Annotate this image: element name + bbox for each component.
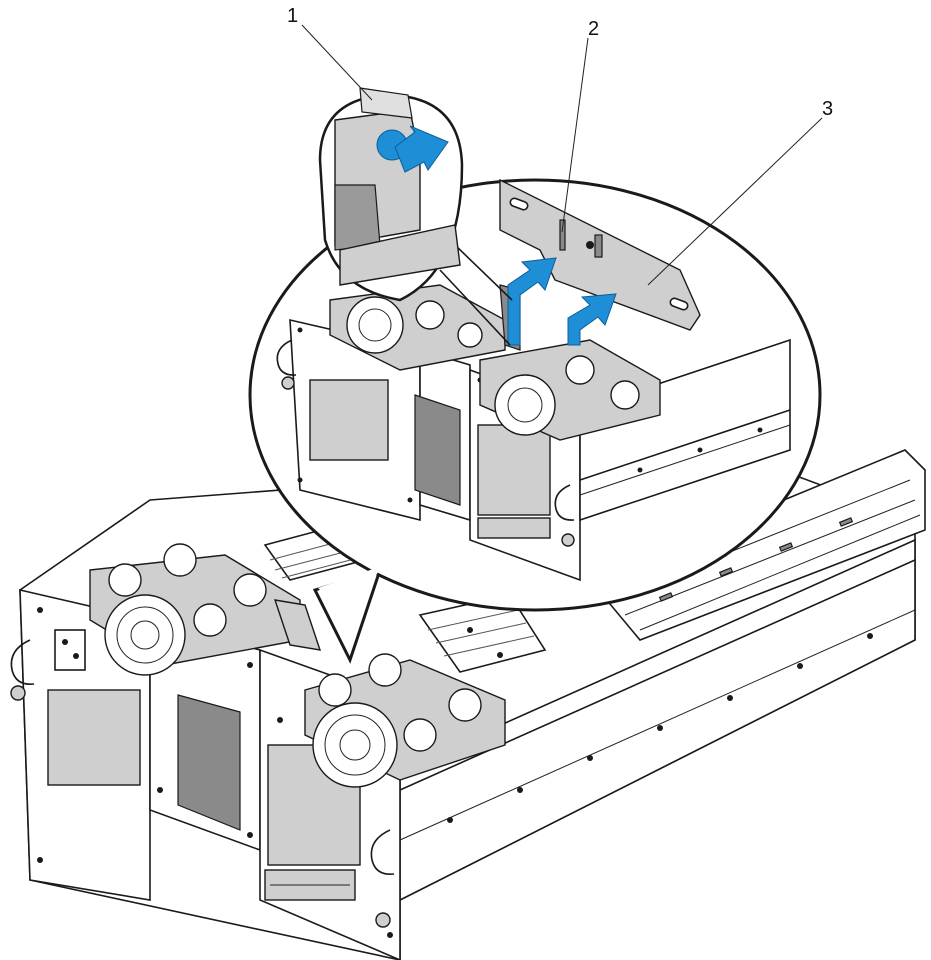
leader-line-3 [647, 117, 823, 286]
callout-label-2: 2 [588, 18, 599, 40]
board-connector [594, 234, 603, 258]
rear-bay [588, 449, 926, 641]
fan-bank-right [304, 653, 506, 788]
callout-label-1: 1 [287, 5, 298, 27]
thumbscrew-icon [375, 912, 391, 928]
fan-icon [108, 563, 142, 597]
processor-heatsink-front [418, 594, 547, 673]
fan-icon [368, 653, 402, 687]
callout-1: 1 [287, 5, 373, 101]
blue-arrow-icon [507, 257, 557, 346]
thumbscrew-icon [10, 685, 26, 701]
callout-label-3: 3 [822, 98, 833, 120]
zoom-side-wall [579, 338, 791, 522]
fan-icon [318, 673, 352, 707]
zoom-fan-bank-left [329, 284, 506, 371]
front-vent-left [47, 689, 141, 786]
side-screw-holes [447, 633, 873, 823]
fan-icon [610, 380, 640, 410]
fan-icon [312, 702, 398, 788]
fan-icon [415, 300, 445, 330]
rear-slots [658, 517, 854, 602]
fan-icon [457, 322, 483, 348]
board-slot [559, 219, 566, 251]
fan-icon [448, 688, 482, 722]
fan-icon [494, 374, 556, 436]
leader-line-1 [301, 24, 373, 101]
handle-icon [370, 829, 395, 876]
zoomed-chassis [276, 284, 791, 582]
handle-icon [276, 339, 297, 376]
zoom-center-vent [414, 394, 461, 506]
fan-icon [233, 573, 267, 607]
thumbscrew-icon [281, 376, 295, 390]
handle-icon [554, 484, 575, 521]
fan-icon [403, 718, 437, 752]
thumbscrew-icon [561, 533, 575, 547]
callout-2: 2 [561, 18, 599, 233]
fan-icon [163, 543, 197, 577]
fan-icon [565, 355, 595, 385]
release-latch-detail [318, 87, 513, 346]
center-vent-opening [177, 694, 241, 831]
leader-line-2 [561, 37, 589, 233]
zoom-fan-bank-right [479, 339, 661, 441]
fan-bank-left [89, 543, 322, 676]
handle-icon [10, 639, 35, 686]
cooling-fan-board [499, 178, 701, 331]
fan-icon [193, 603, 227, 637]
blue-arrow-icon [567, 293, 617, 346]
blue-arrow-icon [394, 125, 449, 173]
server-chassis [10, 449, 926, 960]
fan-icon [346, 296, 404, 354]
front-indicator-panel [54, 629, 86, 671]
callout-3: 3 [647, 98, 833, 286]
